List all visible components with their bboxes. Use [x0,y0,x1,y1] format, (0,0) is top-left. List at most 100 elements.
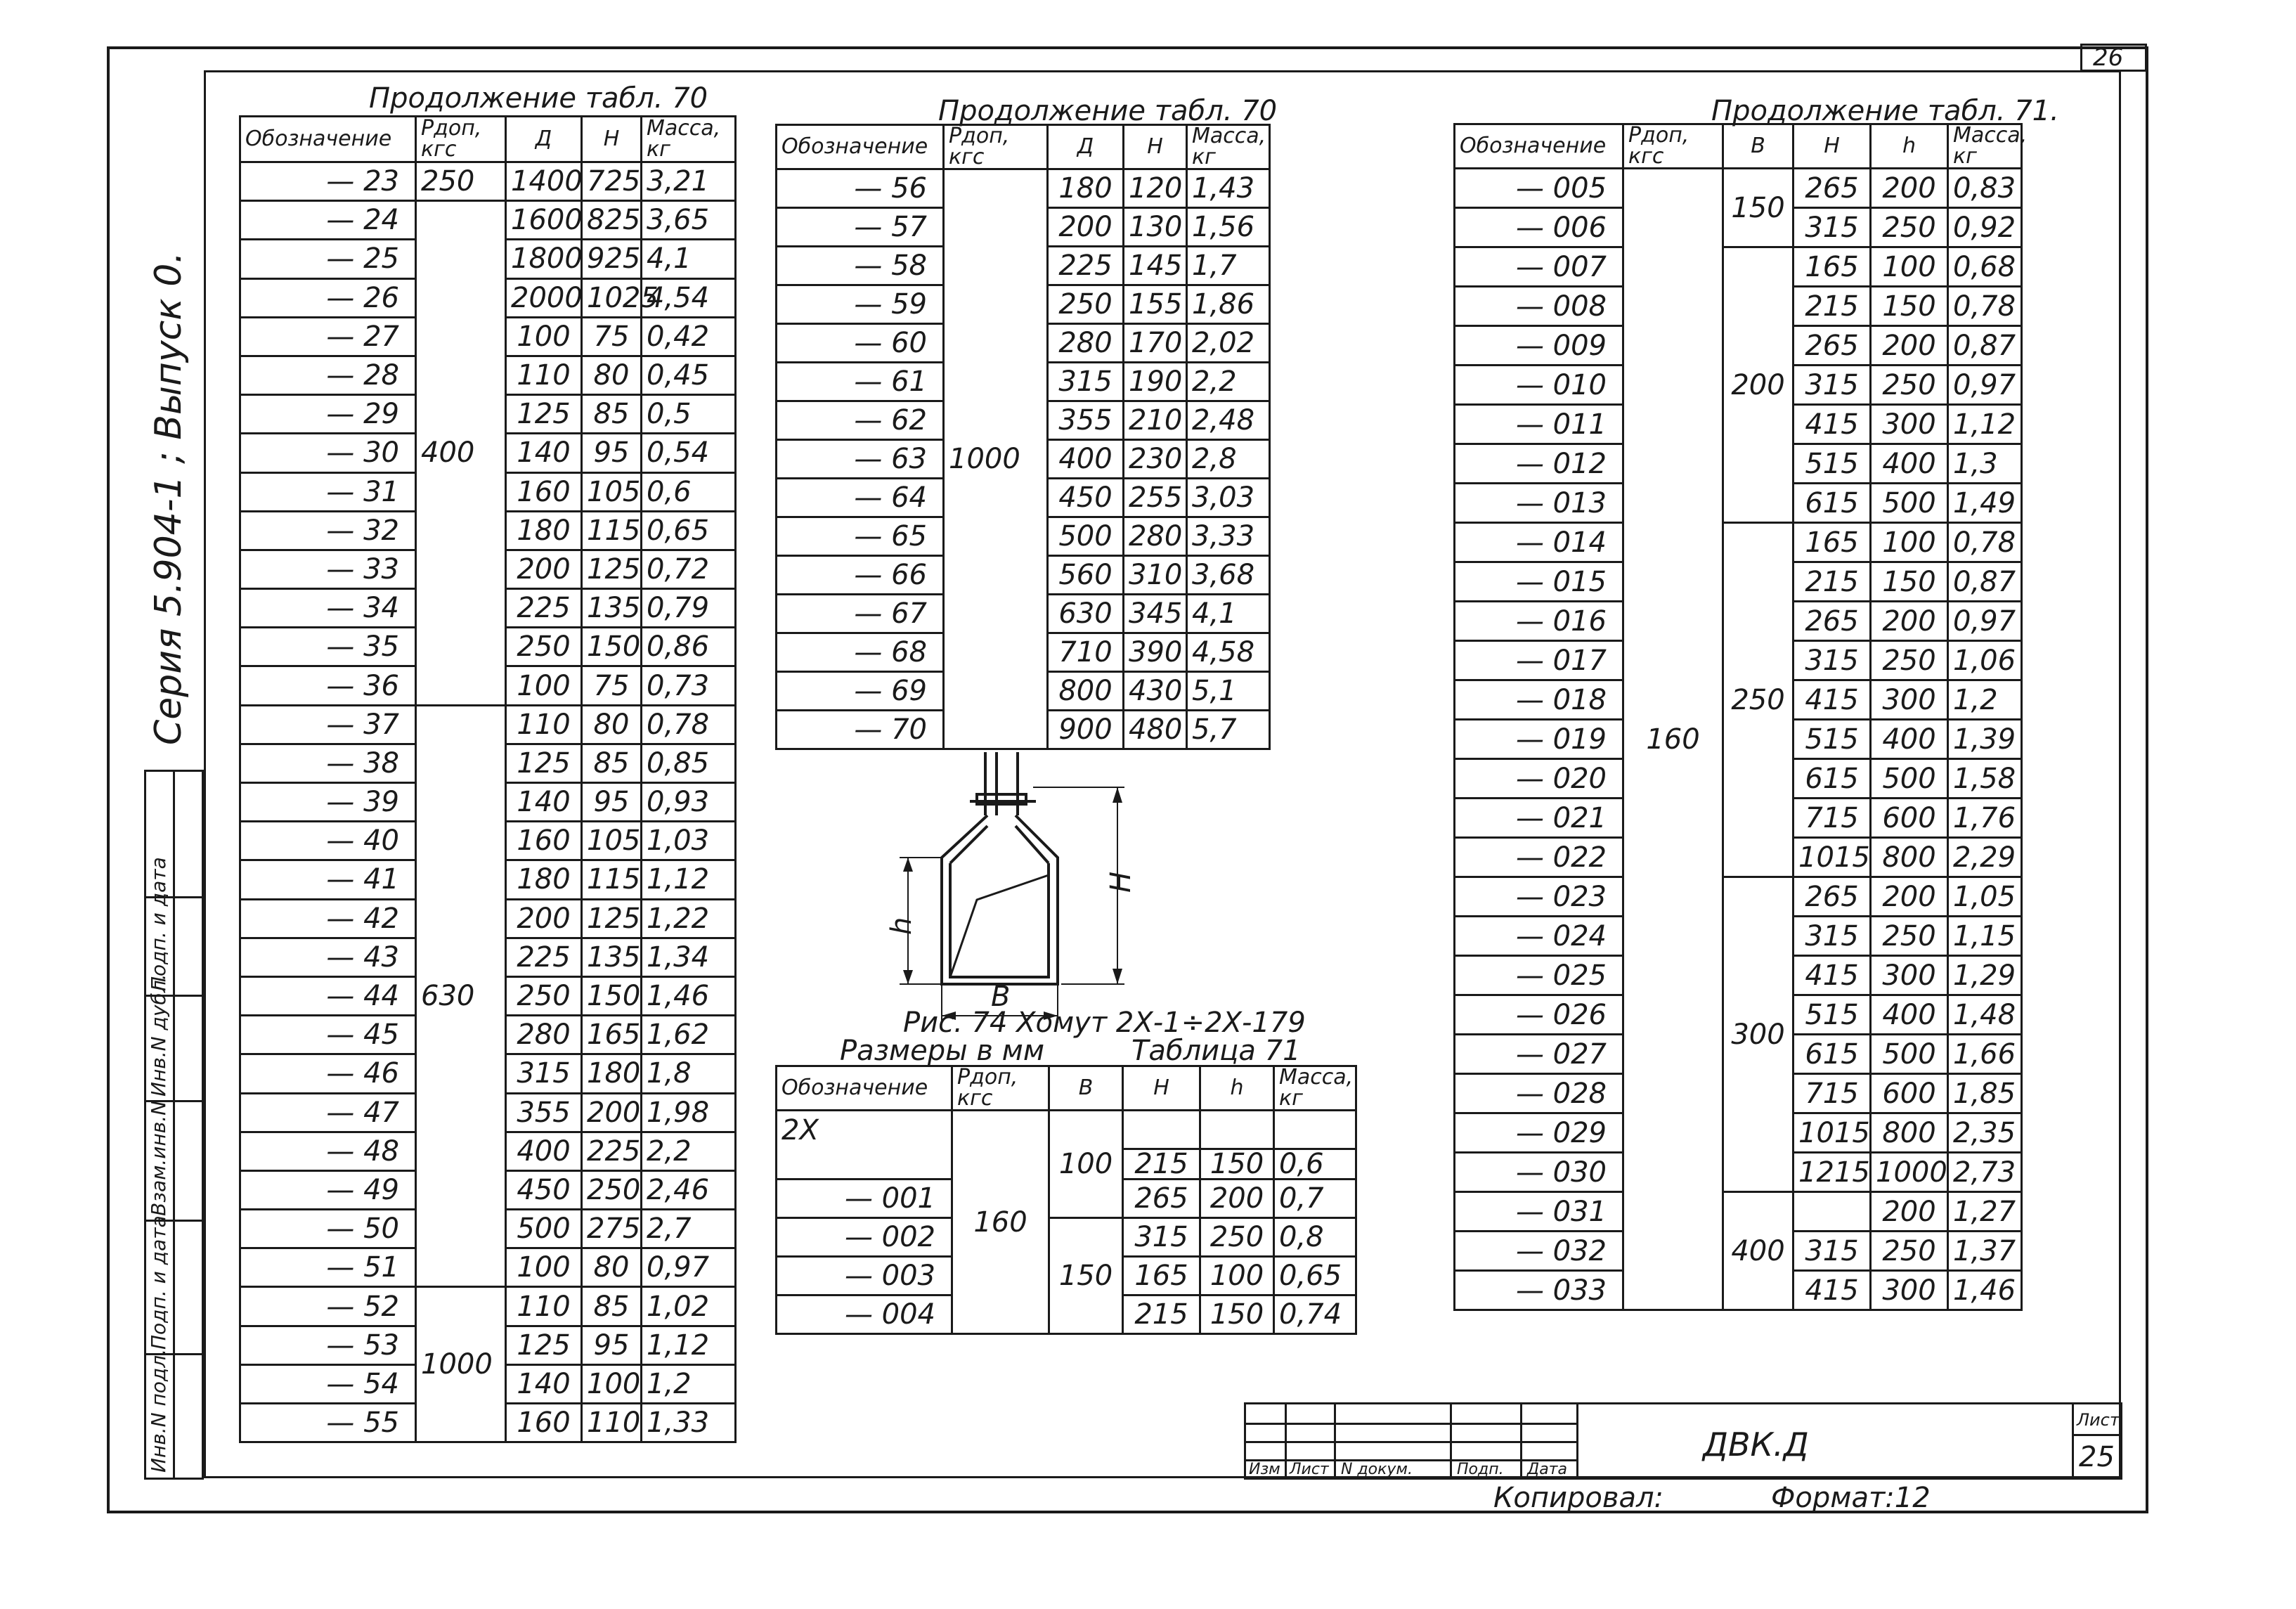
t1-d: 355 [505,1092,583,1133]
t1-designation: — 31 [239,471,417,512]
t2-h: 390 [1122,632,1188,673]
t3-h-b: В [1048,1065,1124,1111]
t2-mass: 4,1 [1186,593,1271,634]
t3-b-150: 150 [1048,1217,1124,1335]
t1-d: 500 [505,1208,583,1250]
stamp-vzam-inv: Взам.инв.N [147,1100,170,1216]
t4-H: 265 [1792,600,1872,642]
t4-h: 150 [1869,561,1949,602]
t4-designation: — 018 [1453,679,1624,721]
t4-h: 400 [1869,994,1949,1035]
t1-h-designation: Обозначение [239,115,417,163]
t2-h-p: Pдоп, кгс [942,124,1049,170]
t2-designation: — 59 [775,284,945,325]
t4-H: 265 [1792,325,1872,366]
t1-h: 85 [581,394,642,435]
t3-r2-h: 250 [1199,1217,1275,1258]
t3-r4-H: 215 [1122,1294,1201,1335]
t1-mass: 0,93 [640,781,737,823]
t4-mass: 0,78 [1947,522,2023,563]
t4-designation: — 013 [1453,482,1624,524]
tb-col-list: Лист [1290,1461,1329,1478]
doc-code: ДВК.Д [1703,1426,1809,1463]
t4-designation: — 005 [1453,167,1624,209]
t1-designation: — 39 [239,781,417,823]
t1-d: 1600 [505,200,583,241]
t2-h: 430 [1122,671,1188,711]
t4-H [1792,1191,1872,1232]
t1-h-p: Pдоп, кгс [415,115,507,163]
table4-caption: Продолжение табл. 71. [1711,95,2059,127]
t2-h: 130 [1122,207,1188,247]
t1-designation: — 25 [239,238,417,280]
t3-r3-H: 165 [1122,1255,1201,1296]
t1-mass: 2,7 [640,1208,737,1250]
t4-H: 515 [1792,994,1872,1035]
t4-H: 165 [1792,246,1872,287]
t4-designation: — 027 [1453,1033,1624,1075]
clamp-drawing [900,752,1124,1023]
t2-designation: — 67 [775,593,945,634]
stamp-inv-dubl: Инв.N дубл. [147,974,170,1097]
t1-mass: 2,46 [640,1169,737,1211]
t2-h: 145 [1122,245,1188,286]
t4-mass: 1,39 [1947,718,2023,760]
t4-H: 215 [1792,561,1872,602]
t2-h: 190 [1122,361,1188,402]
t4-designation: — 025 [1453,955,1624,996]
t4-mass: 1,58 [1947,758,2023,799]
t1-designation: — 42 [239,898,417,939]
t4-H: 515 [1792,718,1872,760]
t1-h: 95 [581,432,642,474]
t1-d: 250 [505,975,583,1017]
t1-p-value: 1000 [415,1286,507,1444]
t4-h: 800 [1869,836,1949,878]
t4-b-value: 400 [1722,1191,1794,1311]
t1-mass: 0,73 [640,665,737,706]
t1-d: 100 [505,665,583,706]
t1-h: 115 [581,510,642,551]
t1-h: 80 [581,1247,642,1288]
t4-designation: — 019 [1453,718,1624,760]
t1-mass: 0,5 [640,394,737,435]
t1-designation: — 47 [239,1092,417,1133]
t1-d: 140 [505,781,583,823]
t2-d: 450 [1046,477,1124,518]
t2-mass: 5,7 [1186,709,1271,750]
t2-designation: — 63 [775,439,945,479]
t4-H: 415 [1792,403,1872,445]
t4-designation: — 033 [1453,1269,1624,1311]
stamp-inv-podl: Инв.N подл. [147,1348,170,1473]
t4-h: 400 [1869,718,1949,760]
stamp-podp-data-2: Подп. и дата [147,857,170,991]
table2-caption: Продолжение табл. 70 [938,95,1278,127]
t4-h: 200 [1869,325,1949,366]
t1-mass: 1,98 [640,1092,737,1133]
t4-h-designation: Обозначение [1453,123,1624,169]
t4-H: 315 [1792,640,1872,681]
t2-d: 250 [1046,284,1124,325]
t1-d: 180 [505,859,583,900]
t1-designation: — 24 [239,200,417,241]
t4-mass: 0,87 [1947,325,2023,366]
t1-designation: — 35 [239,626,417,668]
t4-H: 315 [1792,207,1872,248]
